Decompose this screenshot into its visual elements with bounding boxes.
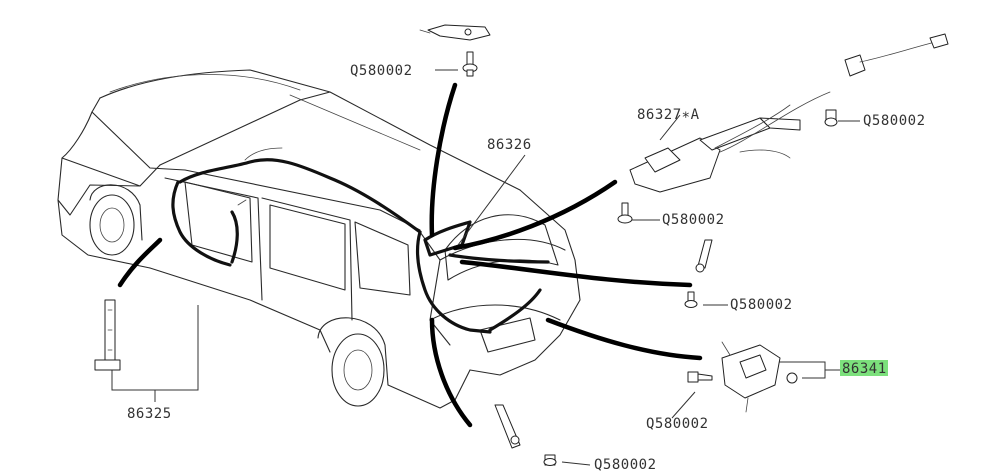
- label-86327a: 86327∗A: [637, 107, 700, 123]
- label-bolt-mid-right: Q580002: [662, 212, 725, 228]
- bracket-left-86325: [94, 299, 121, 371]
- label-bolt-top: Q580002: [350, 63, 413, 79]
- label-86325: 86325: [127, 406, 172, 422]
- label-bolt-bottom: Q580002: [594, 457, 657, 473]
- bracket-right: [684, 239, 713, 308]
- wiring-harness: [171, 147, 550, 334]
- part-labels: Q580002 86326 86327∗A Q580002 Q580002 Q5…: [127, 63, 926, 473]
- latch-86341: [687, 341, 798, 413]
- vehicle-outline: [57, 69, 581, 409]
- label-86326: 86326: [487, 137, 532, 153]
- label-bolt-upper-right: Q580002: [863, 113, 926, 129]
- label-bolt-right-bracket: Q580002: [730, 297, 793, 313]
- leader-lines: [117, 82, 703, 428]
- label-86341: 86341: [842, 361, 887, 377]
- bracket-bottom: [494, 404, 557, 466]
- rear-gate-handle: [629, 33, 949, 193]
- bracket-top: [419, 24, 491, 77]
- bolt-mid-right: [617, 202, 633, 224]
- callout-lines: [111, 69, 860, 466]
- label-bolt-lower-right: Q580002: [646, 416, 709, 432]
- highlight-86341: [840, 360, 888, 376]
